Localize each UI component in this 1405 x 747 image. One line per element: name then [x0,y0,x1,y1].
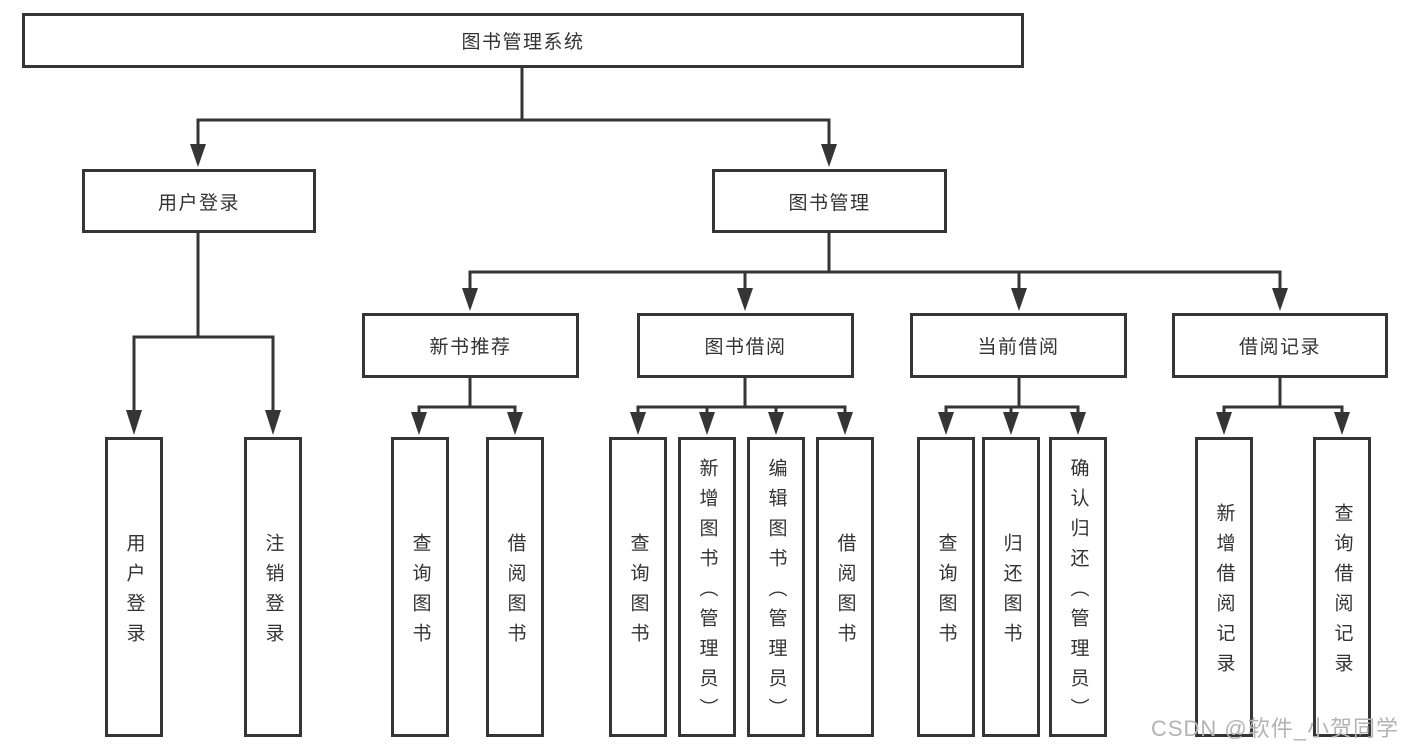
node-current-borrowing: 当前借阅 [910,313,1127,378]
leaf-borrow-books-recommend: 借阅图书 [486,437,544,737]
node-borrowing-records: 借阅记录 [1172,313,1388,378]
leaf-return-book: 归还图书 [982,437,1040,737]
node-book-management: 图书管理 [712,169,947,233]
leaf-add-book-admin: 新增图书（管理员） [678,437,736,737]
leaf-logout: 注销登录 [244,437,302,737]
leaf-confirm-return-admin-label: 确认归还（管理员） [1067,457,1089,728]
leaf-query-books-current: 查询图书 [917,437,975,737]
leaf-add-borrow-record: 新增借阅记录 [1195,437,1253,737]
node-user-login: 用户登录 [82,169,316,233]
leaf-query-books-borrowing: 查询图书 [609,437,667,737]
leaf-query-books-recommend-label: 查询图书 [409,532,431,653]
leaf-borrow-books-recommend-label: 借阅图书 [504,532,526,653]
node-book-borrowing: 图书借阅 [637,313,854,378]
leaf-query-books-recommend: 查询图书 [391,437,449,737]
node-new-book-recommendation: 新书推荐 [362,313,579,378]
leaf-query-borrow-record: 查询借阅记录 [1313,437,1371,737]
leaf-user-login: 用户登录 [105,437,163,737]
watermark: CSDN @软件_小贺同学 [1150,716,1399,741]
leaf-borrow-books-borrowing: 借阅图书 [816,437,874,737]
leaf-user-login-label: 用户登录 [123,532,145,653]
leaf-add-book-admin-label: 新增图书（管理员） [696,457,718,728]
leaf-query-borrow-record-label: 查询借阅记录 [1331,502,1353,683]
leaf-add-borrow-record-label: 新增借阅记录 [1213,502,1235,683]
leaf-confirm-return-admin: 确认归还（管理员） [1049,437,1107,737]
leaf-borrow-books-borrowing-label: 借阅图书 [834,532,856,653]
node-library-management-system: 图书管理系统 [22,13,1024,68]
leaf-return-book-label: 归还图书 [1000,532,1022,653]
leaf-edit-book-admin-label: 编辑图书（管理员） [765,457,787,728]
leaf-query-books-current-label: 查询图书 [935,532,957,653]
leaf-edit-book-admin: 编辑图书（管理员） [747,437,805,737]
leaf-logout-label: 注销登录 [262,532,284,653]
arrow-down-icons [126,144,1350,435]
leaf-query-books-borrowing-label: 查询图书 [627,532,649,653]
